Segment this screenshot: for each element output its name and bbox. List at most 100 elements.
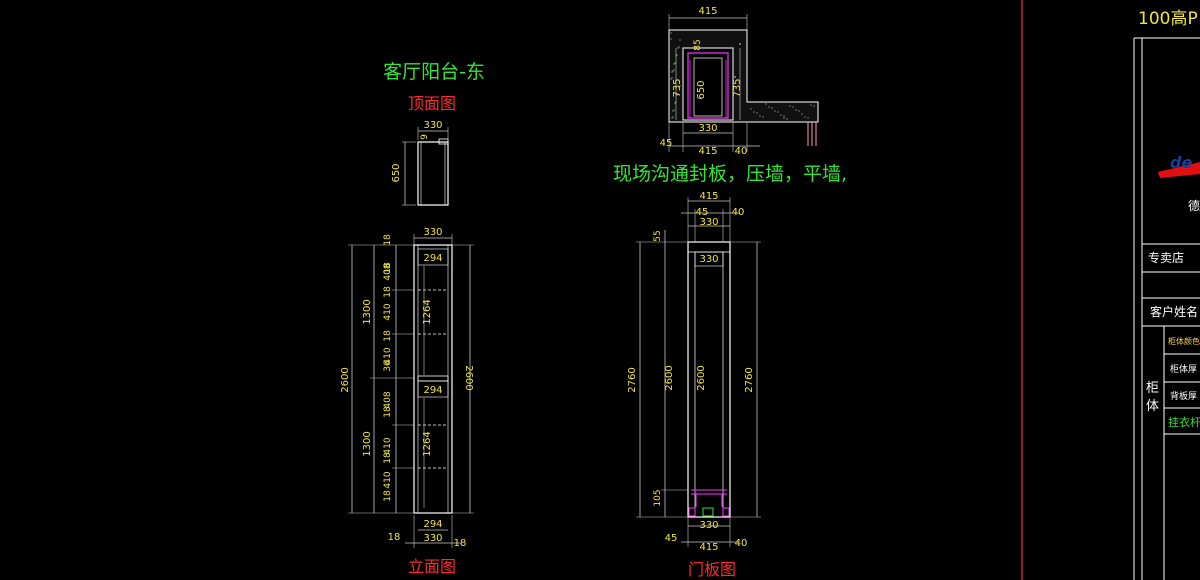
plan-h735-left: 735 — [672, 78, 683, 97]
elev-seg-dim-9: 18 — [383, 406, 393, 418]
hatch-dot — [774, 110, 776, 112]
hatch-dot — [675, 55, 677, 57]
hatch-dot — [780, 114, 782, 116]
top-view-small-dim: 9 — [420, 134, 430, 140]
hatch-dot — [762, 116, 764, 118]
plan-wall-hatch — [670, 32, 815, 120]
row-color: 柜体颜色 — [1168, 336, 1200, 346]
hatch-dot — [756, 112, 758, 114]
elevation-drawing — [348, 234, 474, 548]
cabinet-label-2: 体 — [1146, 399, 1159, 414]
door-right-2760: 2760 — [744, 367, 755, 392]
door-d105: 105 — [653, 489, 663, 506]
plan-bottom-45: 45 — [660, 138, 673, 149]
plan-top-width: 415 — [698, 6, 717, 17]
door-left-2760: 2760 — [627, 367, 638, 392]
hatch-dot — [792, 106, 794, 108]
door-top-330: 330 — [699, 217, 718, 228]
plan-h735-right: 735 — [732, 78, 743, 97]
hatch-dot — [671, 71, 673, 73]
hatch-dot — [676, 94, 678, 96]
hatch-dot — [677, 47, 679, 49]
top-view-drawing — [402, 127, 449, 206]
elev-seg-dim-2: 408 — [383, 263, 393, 280]
hatch-dot — [750, 108, 752, 110]
hatch-dot — [678, 86, 680, 88]
plan-bottom-330: 330 — [698, 123, 717, 134]
hatch-dot — [672, 70, 674, 72]
hatch-dot — [672, 110, 674, 112]
hatch-dot — [777, 111, 779, 113]
logo-text: de — [1170, 153, 1192, 172]
row-thickness: 柜体厚 — [1170, 363, 1197, 375]
elevation-view-label: 立面图 — [408, 557, 456, 576]
hatch-dot — [789, 105, 791, 107]
door-top-45: 45 — [696, 207, 709, 218]
top-view-width-dim: 330 — [423, 120, 442, 131]
hatch-dot — [673, 109, 675, 111]
elev-inner-lower: 1264 — [422, 431, 433, 456]
hatch-dot — [807, 117, 809, 119]
plan-bottom-40: 40 — [735, 146, 748, 157]
elev-seg-dim-13: 18 — [383, 490, 393, 502]
title-block — [1021, 0, 1200, 580]
hatch-dot — [676, 54, 678, 56]
hatch-dot — [771, 107, 773, 109]
main-title: 客厅阳台-东 — [383, 61, 485, 83]
hatch-dot — [672, 116, 674, 118]
elev-seg-dim-3: 18 — [383, 286, 393, 298]
elev-seg-dim-1: 18 — [383, 262, 393, 274]
hatch-dot — [674, 62, 676, 64]
hatch-dot — [673, 63, 675, 65]
elev-seg-dim-5: 18 — [383, 330, 393, 342]
plan-d85: 85 — [693, 39, 703, 50]
elev-inner-upper: 1264 — [422, 299, 433, 324]
cabinet-label-1: 柜 — [1146, 381, 1159, 396]
door-bottom-45: 45 — [665, 533, 678, 544]
door-mid-2600-a: 2600 — [664, 365, 675, 390]
elev-seg-dim-0: 18 — [383, 234, 393, 246]
elev-bottom-width: 330 — [423, 533, 442, 544]
hatch-dot — [673, 69, 675, 71]
top-view-depth-dim: 650 — [391, 163, 402, 182]
hatch-dot — [670, 32, 672, 34]
hatch-dot — [671, 117, 673, 119]
plan-view-drawing — [668, 14, 819, 152]
elev-seg-dim-4: 410 — [383, 303, 393, 320]
hatch-dot — [804, 116, 806, 118]
store-label: 专卖店 — [1148, 250, 1184, 265]
hatch-dot — [813, 105, 815, 107]
elev-seg-dim-11: 18 — [383, 452, 393, 464]
hatch-dot — [795, 109, 797, 111]
hatch-dot — [753, 111, 755, 113]
elev-inner-mid: 294 — [423, 385, 442, 396]
elev-left-lower: 1300 — [362, 431, 373, 456]
site-note: 现场沟通封板，压墙，平墙, — [613, 163, 847, 185]
door-bottom-40: 40 — [735, 538, 748, 549]
door-bottom-415: 415 — [699, 542, 718, 553]
hatch-dot — [783, 117, 785, 119]
elev-top-width: 330 — [423, 227, 442, 238]
elev-seg-dim-10: 410 — [383, 437, 393, 454]
hatch-dot — [679, 85, 681, 87]
door-top-40: 40 — [732, 207, 745, 218]
elev-seg-dim-12: 410 — [383, 471, 393, 488]
hatch-dot — [670, 78, 672, 80]
hatch-dot — [768, 106, 770, 108]
hatch-dot — [670, 38, 672, 40]
hatch-dot — [783, 115, 785, 117]
elev-right-total: 2600 — [463, 365, 474, 390]
sidebar-title: 100高P — [1138, 9, 1198, 29]
hatch-dot — [677, 93, 679, 95]
elev-seg-dim-6: 410 — [383, 347, 393, 364]
door-view-label: 门板图 — [688, 560, 736, 579]
logo-subtext: 德 — [1188, 198, 1200, 213]
hatch-dot — [675, 101, 677, 103]
door-d55: 55 — [653, 230, 663, 241]
hatch-dot — [765, 103, 767, 105]
row-back: 背板厚 — [1170, 390, 1197, 402]
hatch-dot — [786, 118, 788, 120]
top-view-label: 顶面图 — [408, 94, 456, 113]
elev-seg-dim-8: 408 — [383, 391, 393, 408]
